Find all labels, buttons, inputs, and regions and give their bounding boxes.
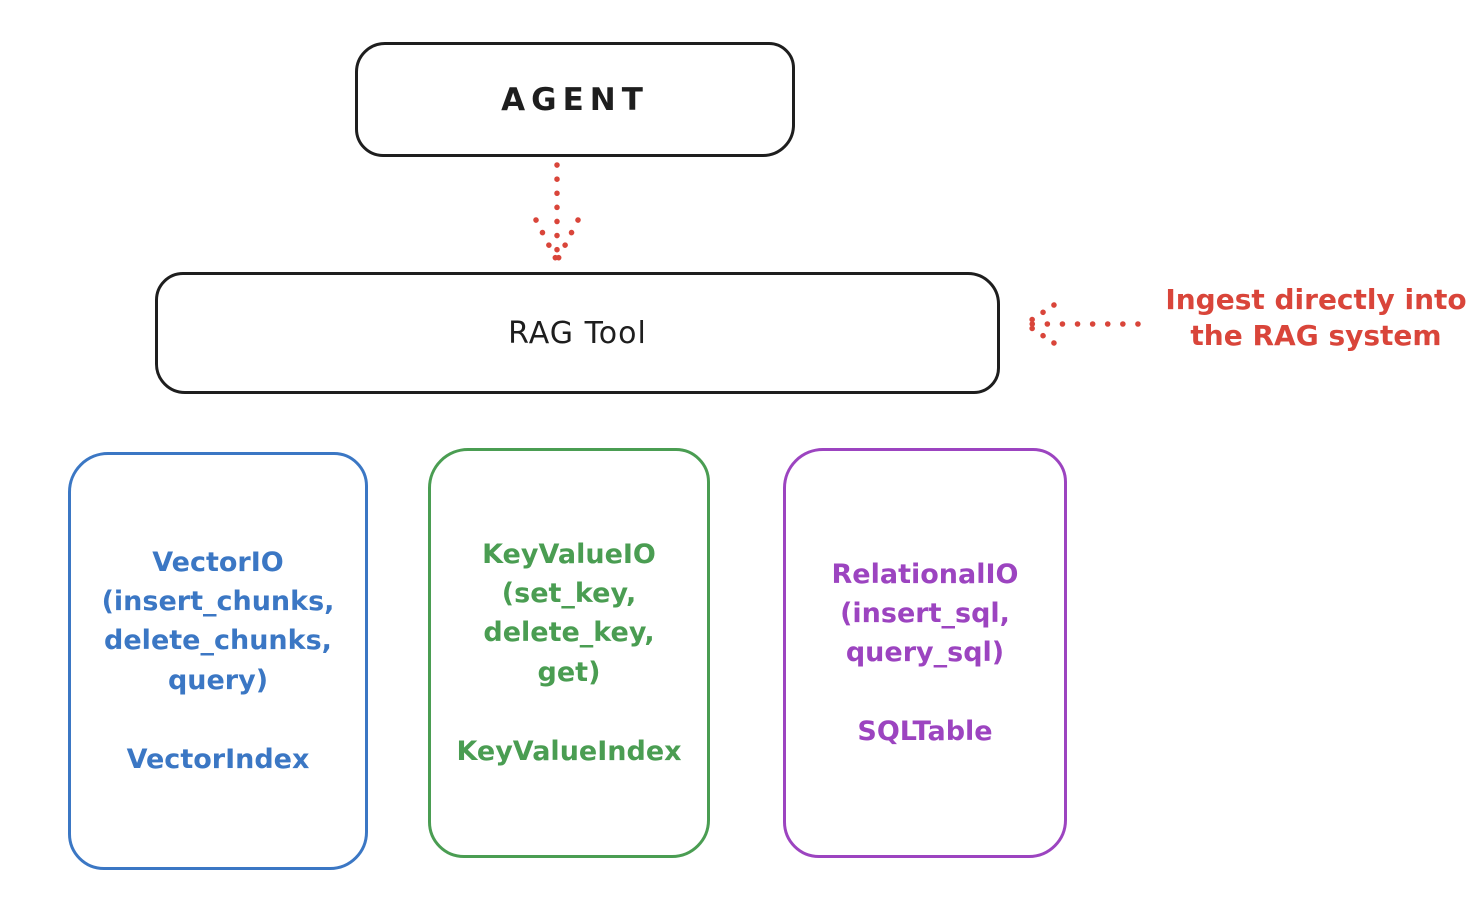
relational-io-index: SQLTable: [857, 716, 993, 748]
keyvalue-io-methods: (set_key, delete_key, get): [483, 578, 655, 688]
keyvalue-io-title: KeyValueIO: [482, 539, 656, 571]
rag-tool-label: RAG Tool: [508, 315, 647, 351]
agent-label: AGENT: [501, 81, 649, 118]
relational-io-box: RelationalIO (insert_sql, query_sql) SQL…: [783, 448, 1067, 858]
vector-io-box: VectorIO (insert_chunks, delete_chunks, …: [68, 452, 368, 870]
relational-io-title: RelationalIO: [831, 558, 1019, 590]
agent-to-rag-arrow-icon: [533, 162, 581, 262]
ingest-annotation-arrow-icon: [1024, 302, 1141, 346]
vector-io-title: VectorIO: [152, 547, 284, 579]
keyvalue-io-index: KeyValueIndex: [456, 735, 682, 767]
ingest-annotation-text: Ingest directly into the RAG system: [1165, 283, 1467, 353]
vector-io-methods: (insert_chunks, delete_chunks, query): [101, 586, 335, 696]
agent-box: AGENT: [355, 42, 795, 157]
relational-io-methods: (insert_sql, query_sql): [840, 597, 1010, 668]
keyvalue-io-box: KeyValueIO (set_key, delete_key, get) Ke…: [428, 448, 710, 858]
vector-io-index: VectorIndex: [126, 743, 310, 775]
rag-tool-box: RAG Tool: [155, 272, 1000, 394]
